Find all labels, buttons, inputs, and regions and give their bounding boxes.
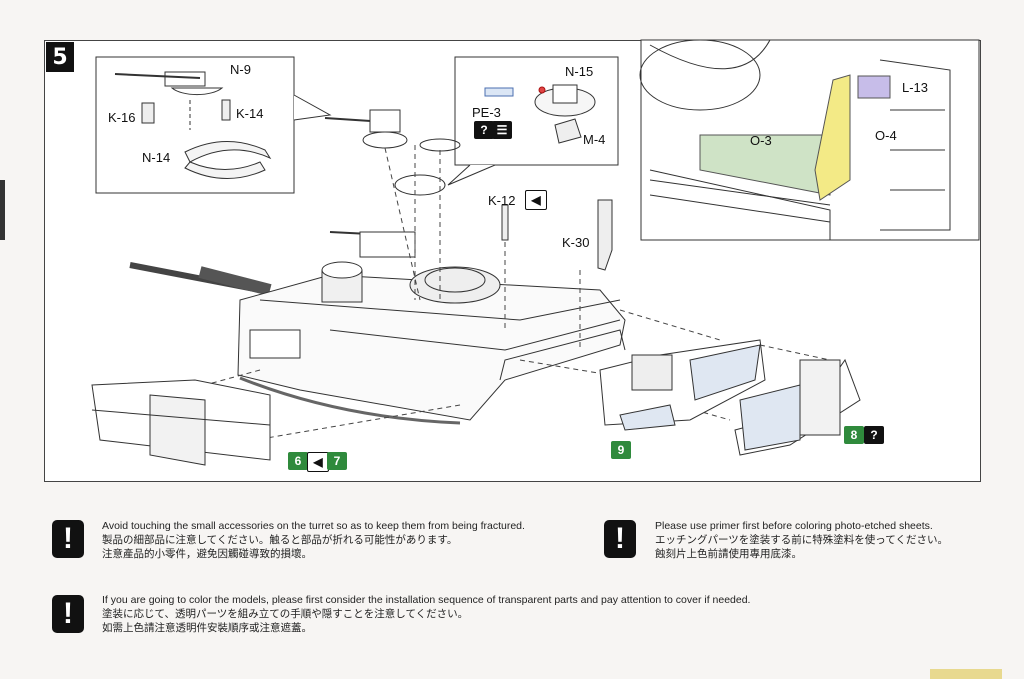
note-1-jp: 製品の細部品に注意してください。触ると部品が折れる可能性があります。 (102, 534, 458, 546)
note-3-zh: 如需上色請注意透明件安裝順序或注意遮蓋。 (102, 622, 312, 634)
part-label-pe3: PE-3 (472, 105, 501, 120)
note-1-zh: 注意產品的小零件，避免因觸碰導致的損壞。 (102, 548, 312, 560)
part-label-n14: N-14 (142, 150, 171, 165)
step-ref-7: 7 (327, 452, 347, 470)
part-o4-highlight (814, 74, 851, 201)
page-corner-tab (930, 669, 1002, 679)
step-number: 5 (46, 42, 74, 72)
help-icon-pe3: ? (474, 121, 494, 139)
note-3-jp: 塗装に応じて、透明パーツを組み立ての手順や隠すことを注意してください。 (102, 608, 469, 620)
part-label-k12: K-12 (488, 193, 516, 208)
step-ref-6: 6 (288, 452, 308, 470)
part-label-o4: O-4 (875, 128, 897, 143)
part-label-k30: K-30 (562, 235, 590, 250)
step-ref-8: 8 (844, 426, 864, 444)
note-1: Avoid touching the small accessories on … (102, 519, 592, 561)
note-2-zh: 蝕刻片上色前請使用專用底漆。 (655, 548, 802, 560)
part-o3-highlight (699, 134, 831, 196)
warning-icon: ! (604, 520, 636, 558)
part-label-k14: K-14 (236, 106, 264, 121)
help-icon-8: ? (864, 426, 884, 444)
inset-box-cupola (454, 56, 619, 166)
step-ref-9: 9 (611, 441, 631, 459)
side-basket-right (734, 358, 861, 456)
part-label-n9: N-9 (230, 62, 251, 77)
side-basket-center (599, 339, 766, 431)
note-2-en: Please use primer first before coloring … (655, 520, 933, 532)
note-3-en: If you are going to color the models, pl… (102, 594, 751, 606)
flip-view-icon: ◀ (525, 190, 547, 210)
flip-view-icon: ◀ (307, 452, 329, 472)
part-label-l13: L-13 (902, 80, 929, 95)
photo-etch-icon: ☰ (492, 121, 512, 139)
page-edge-binding (0, 180, 5, 240)
warning-icon: ! (52, 520, 84, 558)
part-label-o3: O-3 (750, 133, 772, 148)
warning-icon: ! (52, 595, 84, 633)
machine-gun-part (114, 71, 231, 124)
note-3: If you are going to color the models, pl… (102, 593, 922, 635)
part-label-m4: M-4 (583, 132, 606, 147)
note-1-en: Avoid touching the small accessories on … (102, 520, 525, 532)
turret-body (129, 261, 626, 425)
part-label-n15: N-15 (565, 64, 594, 79)
part-l13-highlight (857, 75, 891, 99)
part-label-k16: K-16 (108, 110, 136, 125)
note-2: Please use primer first before coloring … (655, 519, 995, 561)
side-basket-left (91, 379, 271, 466)
note-2-jp: エッチングパーツを塗装する前に特殊塗料を使ってください。 (655, 534, 948, 546)
